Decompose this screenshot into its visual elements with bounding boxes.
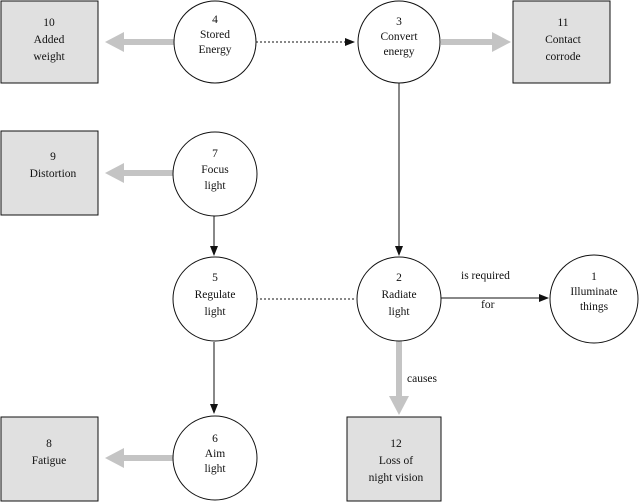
node-1-label-line-1: Illuminate [570,286,617,298]
node-3-label-line-1: Convert [380,31,418,43]
node-12-label-line-1: Loss of [379,455,413,467]
node-12-number: 12 [390,438,402,450]
node-2-label-line-2: light [388,306,410,318]
edge-4-to-10-arrowhead [105,32,124,52]
node-3-number: 3 [396,16,402,28]
node-4-label-line-2: Energy [198,44,231,56]
node-11-number: 11 [557,17,568,29]
edge-label-for: for [481,299,495,311]
node-4-label-line-1: Stored [200,29,230,41]
node-11-contact-corrode: 11 Contact corrode [512,0,611,84]
node-11-label-line-1: Contact [545,34,582,46]
edge-7-to-9-arrowhead [105,163,124,183]
node-3-convert-energy: 3 Convert energy [357,0,441,84]
node-12-label-line-2: night vision [369,472,424,484]
node-8-fatigue: 8 Fatigue [0,416,99,502]
node-12-loss-of-night-vision: 12 Loss of night vision [346,416,442,502]
node-7-focus-light: 7 Focus light [172,131,258,217]
node-9-number: 9 [50,151,56,163]
node-1-label-line-2: things [580,301,609,313]
node-7-label-line-2: light [204,180,226,192]
edge-3-to-11-arrowhead [492,32,511,52]
node-4-stored-energy: 4 Stored Energy [173,0,257,84]
node-4-number: 4 [212,14,218,26]
positive-edges [210,80,549,414]
node-7-number: 7 [212,148,218,160]
node-2-number: 2 [396,272,402,284]
node-5-label-line-2: light [204,306,226,318]
node-9-label-line-1: Distortion [30,168,77,180]
node-5-label-line-1: Regulate [195,289,236,301]
node-1-number: 1 [591,271,597,283]
dotted-edges [256,38,355,300]
node-11-label-line-2: corrode [545,51,580,63]
node-6-label-line-1: Aim [205,448,226,460]
node-9-distortion: 9 Distortion [0,130,99,216]
node-10-label-line-2: weight [33,51,65,63]
node-10-label-line-1: Added [34,34,65,46]
node-8-label-line-1: Fatigue [32,455,67,467]
edge-6-to-8-arrowhead [105,448,124,468]
edge-2-to-12-arrowhead [389,396,409,415]
node-7-label-line-1: Focus [201,164,229,176]
node-2-radiate-light: 2 Radiate light [356,256,442,342]
node-1-illuminate-things: 1 Illuminate things [549,254,639,344]
node-6-aim-light: 6 Aim light [172,415,258,501]
negative-edges [105,32,511,468]
node-5-number: 5 [212,272,218,284]
edge-label-causes: causes [407,373,438,385]
node-5-regulate-light: 5 Regulate light [172,256,258,342]
node-2-label-line-1: Radiate [381,289,416,301]
node-3-label-line-2: energy [383,46,414,58]
node-6-label-line-2: light [204,463,226,475]
node-6-number: 6 [212,433,218,445]
edge-label-is-required: is required [461,270,510,282]
node-10-number: 10 [43,17,55,29]
node-8-number: 8 [46,438,52,450]
node-10-added-weight: 10 Added weight [0,0,99,84]
